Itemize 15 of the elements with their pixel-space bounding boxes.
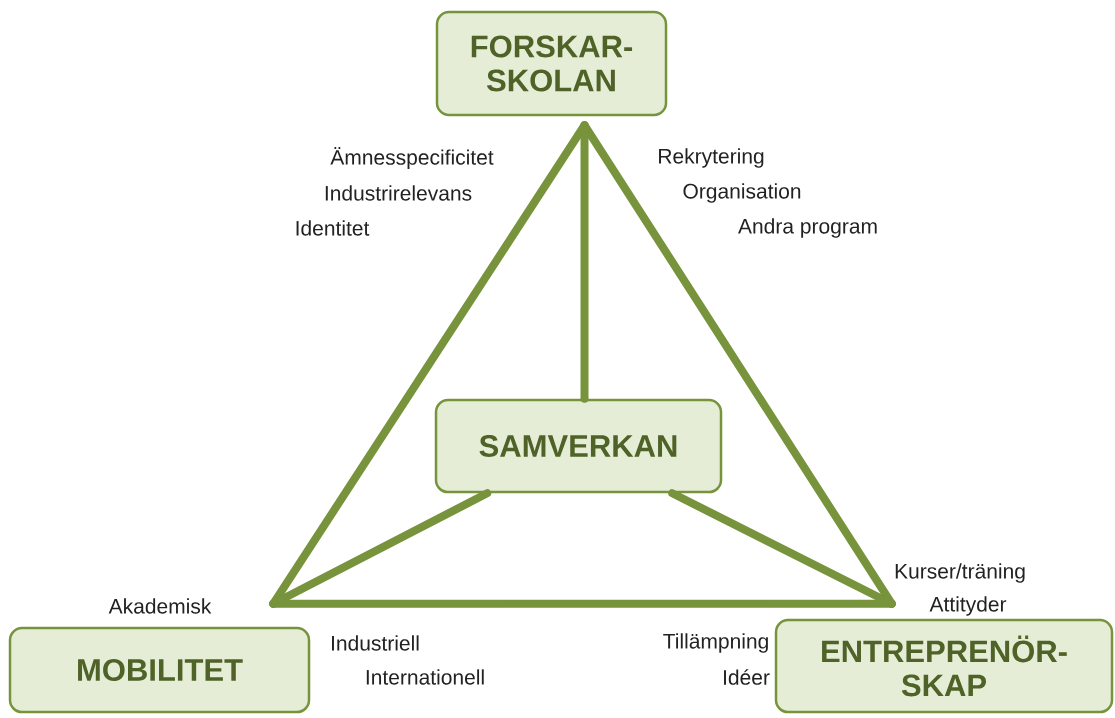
connector-line [580,121,589,403]
concept-box: MOBILITET [8,626,311,714]
keyword-label: Identitet [296,220,370,236]
keyword-label: Ämnesspecificitet [330,147,494,169]
keyword-label: Kurser/träning [895,563,1025,583]
concept-box: FORSKAR- SKOLAN [435,10,668,117]
keyword-label: Rekrytering [659,148,764,168]
concept-box: SAMVERKAN [434,398,723,494]
connector-line [269,599,896,608]
keyword-label: Organisation [683,183,801,203]
keyword-label: Internationell [366,669,484,685]
keyword-label: Industriell [332,635,419,651]
concept-box: ENTREPRENÖR- SKAP [774,618,1114,714]
keyword-label: Industrirelevans [325,185,472,201]
keyword-label: Andra program [738,218,877,238]
